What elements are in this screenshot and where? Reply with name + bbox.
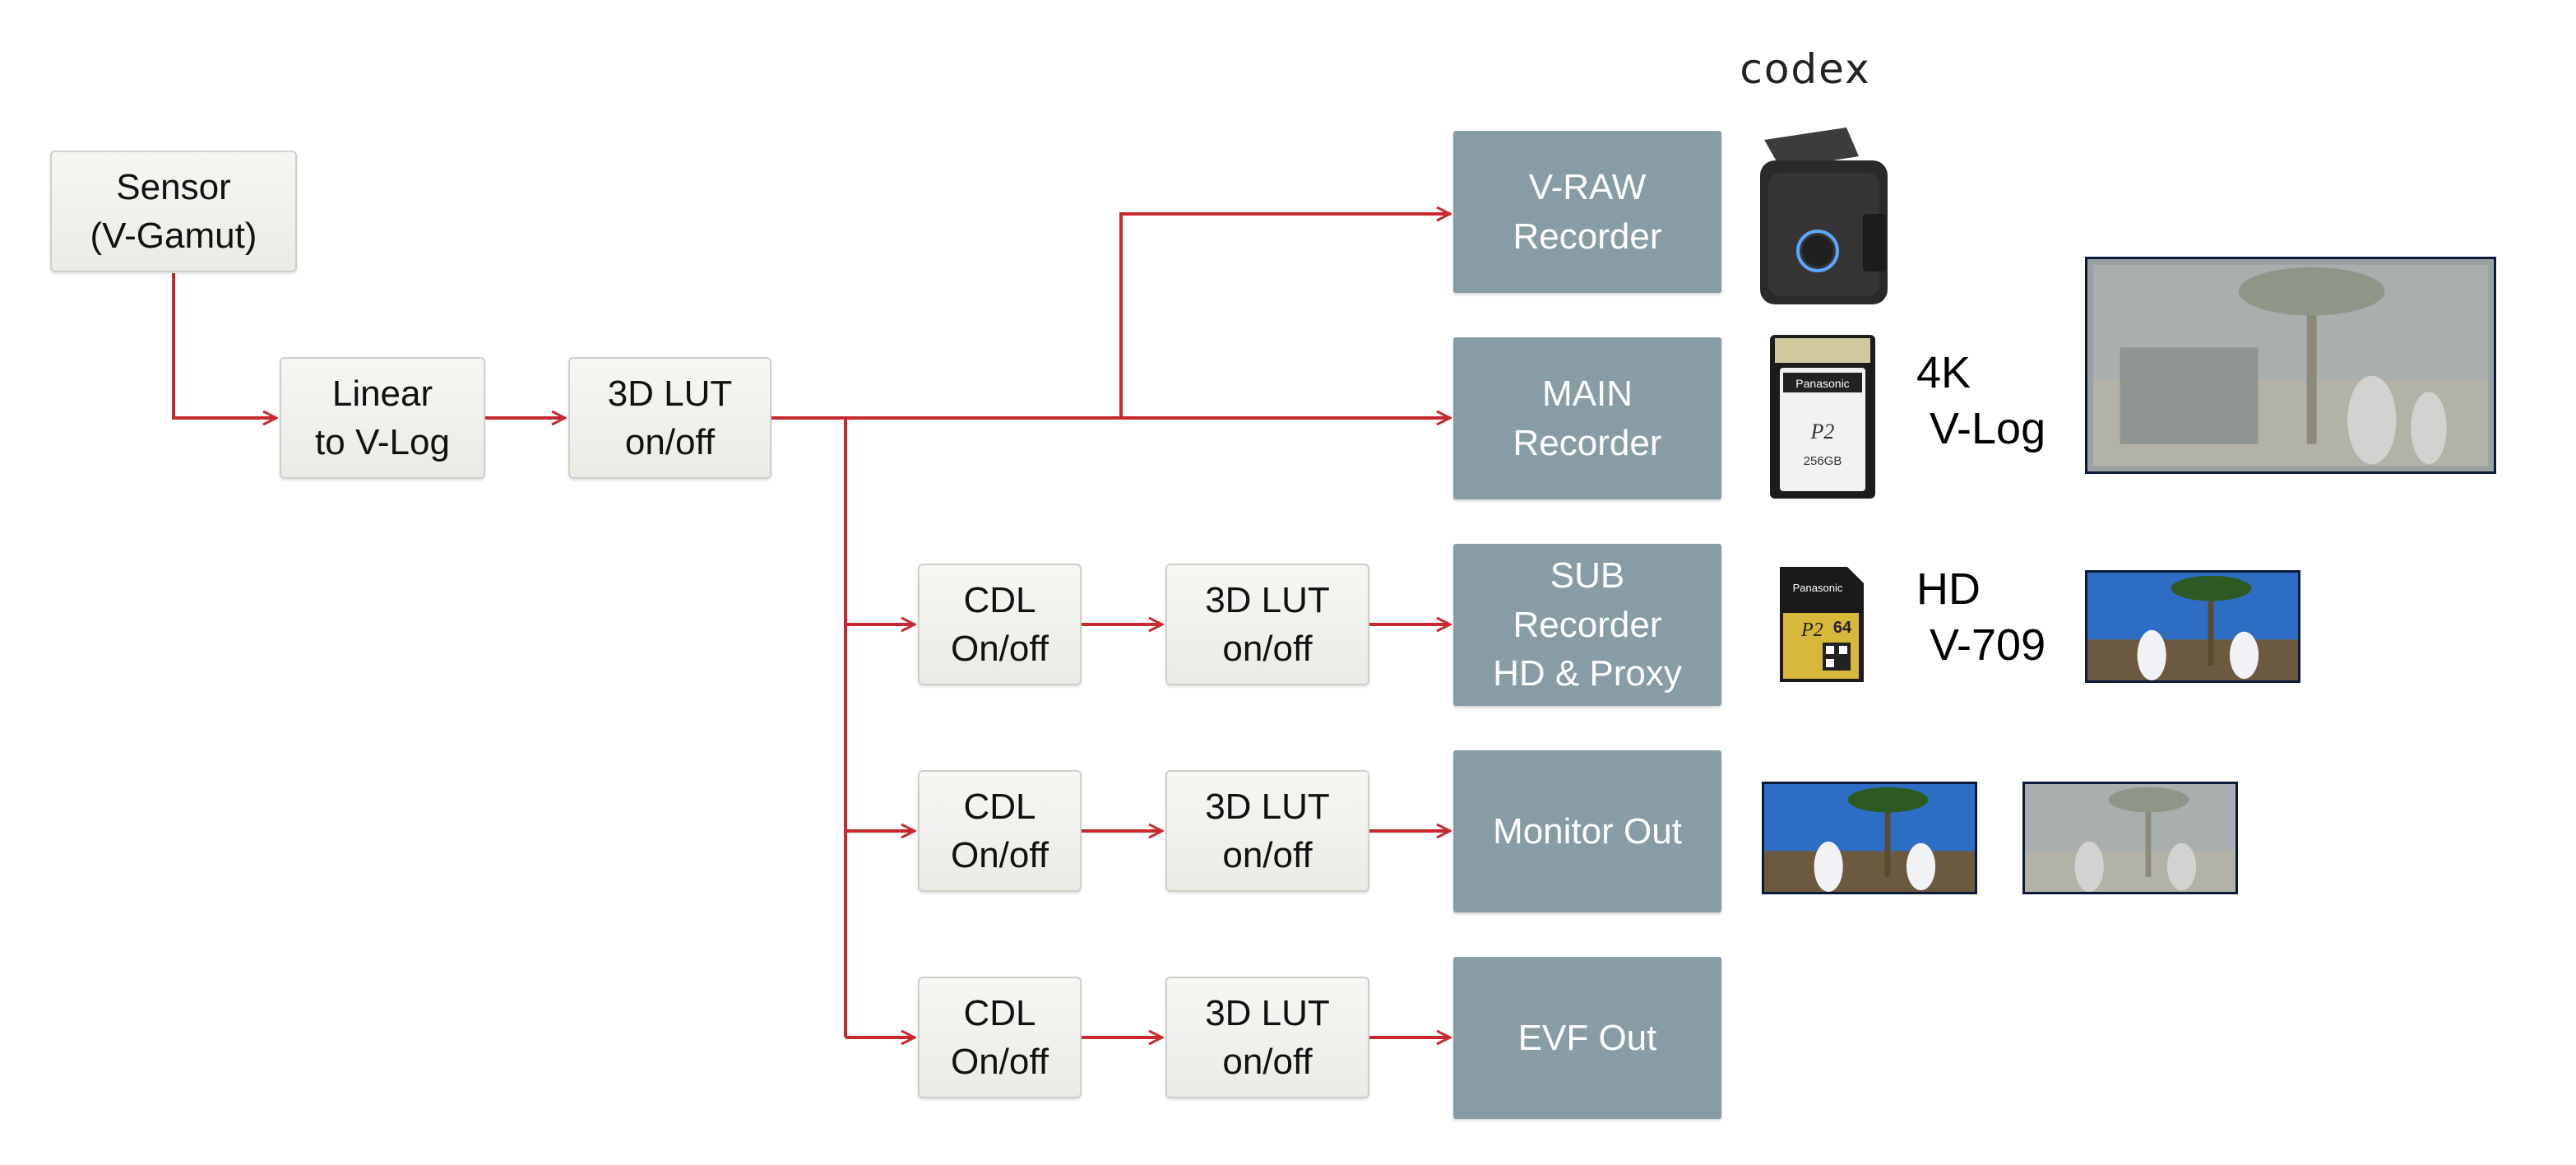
cdl-sub-box: CDL On/off [918,564,1082,685]
p2-sd-logo-icon: P2 [1800,620,1823,641]
evf-out-box: EVF Out [1453,957,1721,1119]
p2-card-image: Panasonic P2 256GB [1770,335,1875,499]
cdl-sub-label-line1: CDL [963,579,1036,620]
lut-monitor-box: 3D LUT on/off [1165,770,1369,892]
main-label-line1: MAIN [1542,374,1633,415]
cdl-monitor-box: CDL On/off [918,770,1082,892]
lut-evf-box: 3D LUT on/off [1165,977,1369,1098]
sub-label-line1: SUB [1550,555,1625,596]
lut-mon-label-line2: on/off [1222,835,1313,875]
cdl-evf-box: CDL On/off [918,977,1082,1098]
vraw-recorder-box: V-RAW Recorder [1453,131,1721,293]
sd-card-capacity: 64 [1833,619,1852,637]
main-format-line2: V-Log [1930,403,2046,453]
main-format-line1: 4K [1916,348,1971,397]
wire-sensor-to-linear [172,273,276,418]
lut-mon-label-line1: 3D LUT [1205,786,1330,827]
sd-card-image: Panasonic P2 64 [1780,567,1864,682]
codex-logo: codex [1740,45,1870,93]
codex-recorder-image [1760,128,1888,304]
linear-label-line2: to V-Log [315,422,450,462]
sensor-label-line2: (V-Gamut) [90,216,257,256]
lut-evf-label-line1: 3D LUT [1205,992,1330,1033]
sensor-label-line1: Sensor [116,166,231,207]
p2-card-brand: Panasonic [1795,377,1849,390]
sub-label-line2: Recorder [1513,604,1662,645]
lut-main-label-line2: on/off [624,422,716,462]
main-recorder-box: MAIN Recorder [1453,337,1721,499]
vraw-label-line2: Recorder [1513,216,1662,257]
lut-main-box: 3D LUT on/off [568,357,771,479]
vraw-label-line1: V-RAW [1528,167,1647,208]
monitor-label: Monitor Out [1493,810,1682,852]
v709-preview-thumbnail [2085,570,2300,683]
cdl-mon-label-line1: CDL [963,786,1036,827]
sub-format-label: HD V-709 [1916,562,2046,673]
monitor-709-thumbnail [1762,782,1977,894]
codex-logo-text: codex [1740,45,1870,93]
sub-label-line3: HD & Proxy [1493,653,1682,694]
p2-logo-icon: P2 [1810,420,1835,443]
vlog-preview-thumbnail [2085,257,2496,474]
sub-recorder-box: SUB Recorder HD & Proxy [1453,544,1721,706]
cdl-sub-label-line2: On/off [950,629,1049,669]
main-label-line2: Recorder [1513,422,1662,463]
lut-sub-label-line1: 3D LUT [1205,579,1330,620]
sensor-box: Sensor (V-Gamut) [50,151,297,272]
lut-sub-box: 3D LUT on/off [1165,564,1369,685]
p2-card-capacity: 256GB [1804,454,1842,468]
wire-to-vraw [1119,214,1450,418]
cdl-evf-label-line1: CDL [963,992,1036,1033]
lut-evf-label-line2: on/off [1222,1042,1313,1082]
cdl-evf-label-line2: On/off [950,1042,1049,1082]
sub-format-line1: HD [1916,564,1981,614]
cdl-mon-label-line2: On/off [950,835,1049,875]
monitor-vlog-thumbnail [2022,782,2238,894]
evf-label: EVF Out [1517,1017,1657,1058]
monitor-out-box: Monitor Out [1453,750,1721,912]
sub-format-line2: V-709 [1930,620,2046,670]
main-format-label: 4K V-Log [1916,346,2046,457]
lut-sub-label-line2: on/off [1222,629,1313,669]
linear-label-line1: Linear [331,373,433,414]
linear-to-vlog-box: Linear to V-Log [280,357,485,479]
lut-main-label-line1: 3D LUT [607,373,733,414]
sd-card-brand: Panasonic [1793,582,1843,594]
